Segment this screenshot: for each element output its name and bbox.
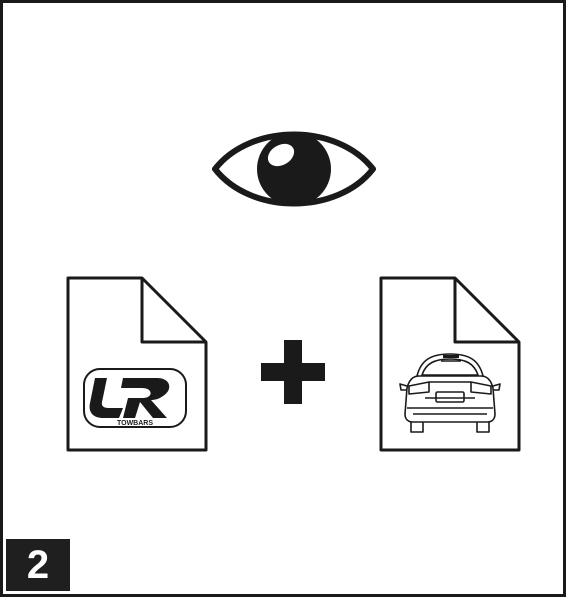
logo-brand-text: TOWBARS	[117, 420, 153, 427]
plus-icon	[261, 340, 325, 404]
eye-icon	[211, 121, 377, 217]
car-rear-icon	[395, 348, 505, 438]
towbar-logo: TOWBARS	[83, 368, 187, 428]
step-number-badge: 2	[6, 539, 70, 591]
